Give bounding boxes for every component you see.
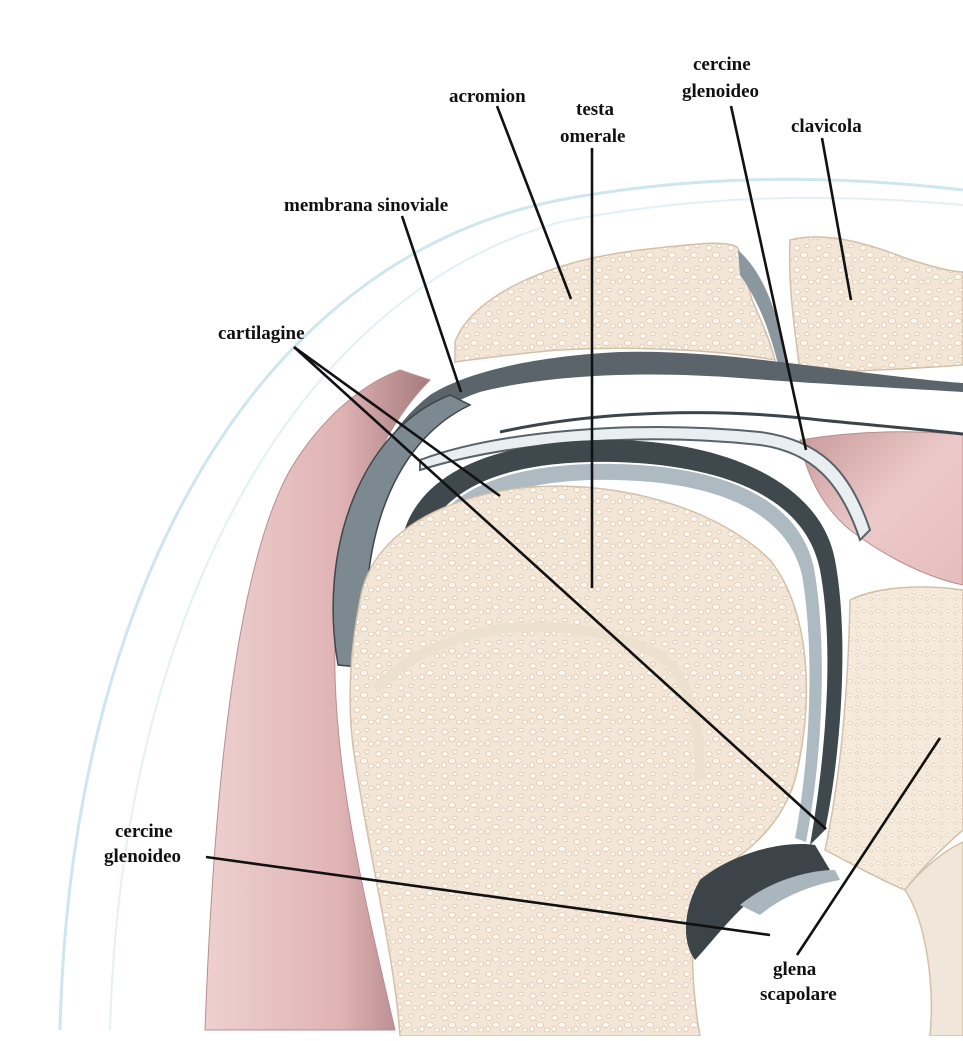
label-acromion: acromion [449,86,526,107]
leader-cartilagine-1 [293,345,501,498]
acromion-bone [454,242,777,363]
label-glena: glena [773,959,817,980]
leader-cercine-bottom [205,855,771,937]
label-omerale: omerale [560,126,625,147]
humerus-bone [349,485,808,1037]
skin-outline [58,177,963,1031]
leader-cartilagine-2 [293,346,827,830]
humeral-cartilage [400,440,843,845]
label-glenoideo-top: glenoideo [682,81,759,102]
leader-membrana-sinoviale [400,215,463,393]
synovial-membrane [341,351,963,668]
ac-joint-cartilage [738,250,790,372]
bursa-line [499,411,963,436]
leader-lines [205,105,942,956]
leader-cercine-top [729,105,808,451]
skin-outline-inner [109,196,963,1031]
glenoid-labrum-inferior [685,844,830,960]
label-scapolare: scapolare [760,984,837,1005]
leader-glena [795,737,942,956]
scapula-bone [824,586,963,891]
label-glenoideo-bottom: glenoideo [104,846,181,867]
label-testa: testa [576,99,614,120]
leader-clavicola [820,137,853,301]
label-cercine-top: cercine [693,54,751,75]
label-cartilagine: cartilagine [218,323,305,344]
epiphyseal-line [371,621,705,781]
supraspinatus-muscle [799,431,963,586]
glenoid-labrum-inferior-light [740,870,840,915]
label-membrana-sinoviale: membrana sinoviale [284,195,448,216]
leader-acromion [495,105,573,300]
clavicle-bone [788,236,963,373]
label-cercine-bottom: cercine [115,821,173,842]
label-clavicola: clavicola [791,116,862,137]
